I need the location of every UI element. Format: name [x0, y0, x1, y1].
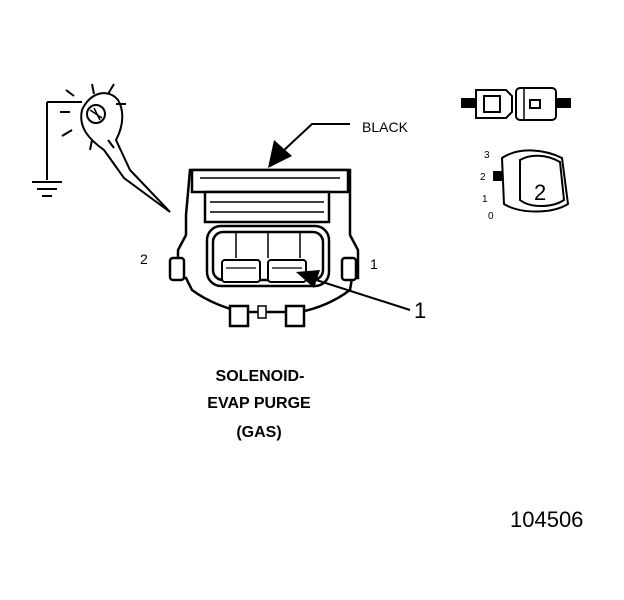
figure-number: 104506 — [510, 507, 583, 532]
lock-position-icon — [493, 149, 570, 213]
test-probe-icon — [32, 83, 171, 213]
dial-value-2: 2 — [480, 172, 486, 183]
caption-line-2: EVAP PURGE — [207, 395, 311, 412]
connector-body — [168, 168, 360, 328]
wire-color-label: BLACK — [362, 119, 409, 135]
connector-side-icon — [461, 87, 571, 121]
dial-value-0: 0 — [488, 211, 494, 222]
caption-line-3: (GAS) — [236, 424, 281, 441]
dial-value-3: 3 — [484, 150, 490, 161]
pin-label-left: 2 — [140, 251, 148, 267]
callout-label: 1 — [414, 298, 426, 323]
wire-color-arrow — [268, 123, 350, 168]
caption-line-1: SOLENOID- — [216, 368, 305, 385]
dial-number: 2 — [534, 180, 546, 205]
pin-label-right: 1 — [370, 256, 378, 272]
dial-value-1: 1 — [482, 194, 488, 205]
callout-arrow — [296, 270, 411, 311]
